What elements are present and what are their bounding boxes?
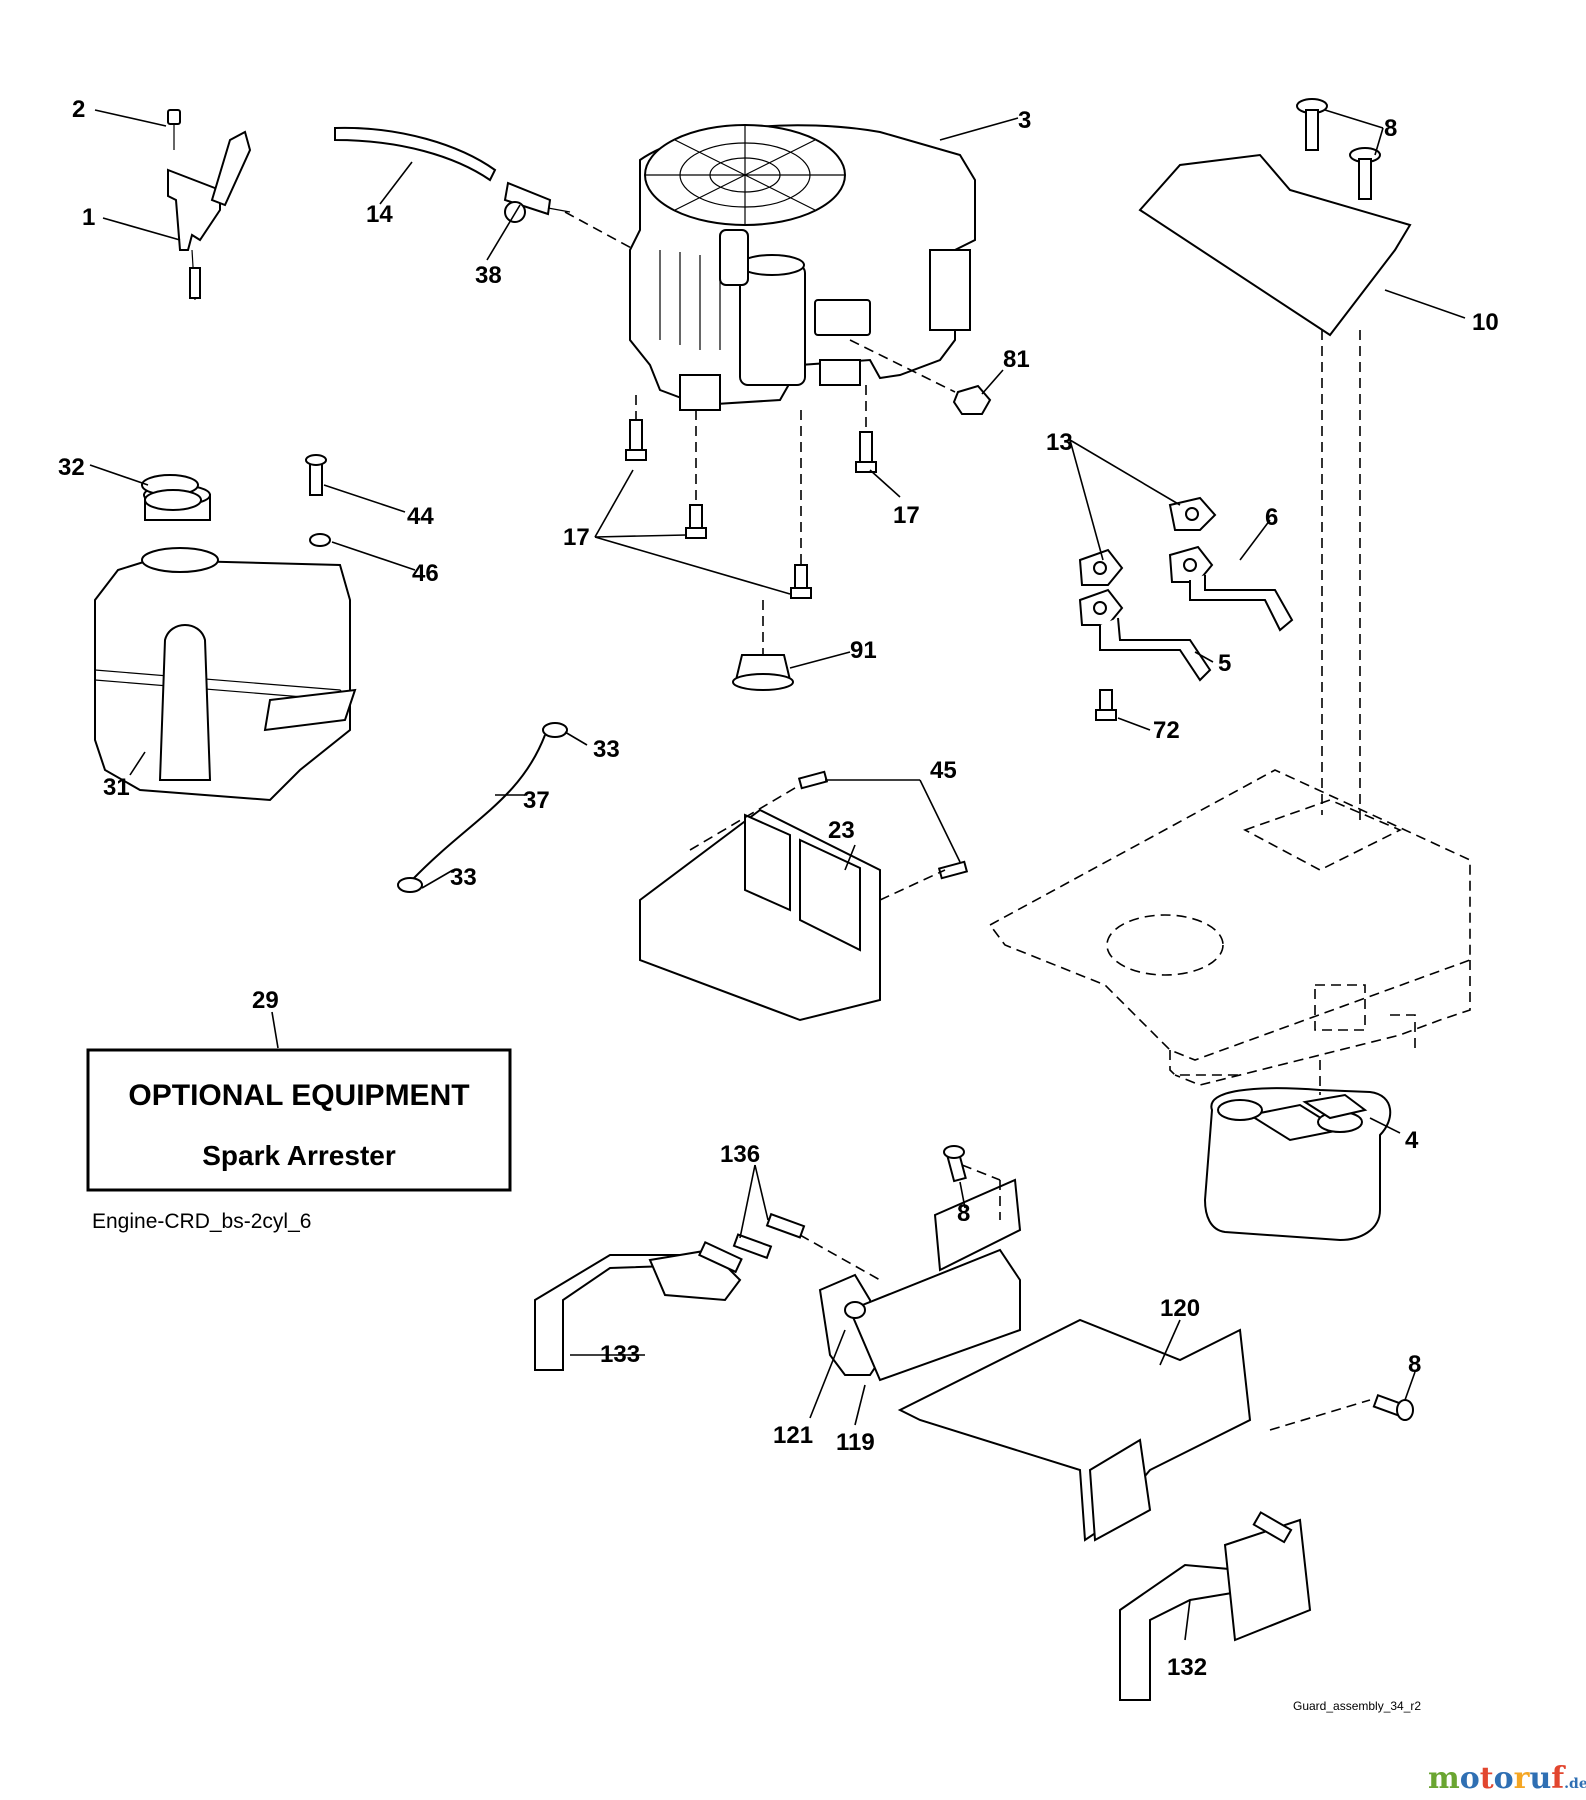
callout-29: 29 — [252, 987, 279, 1014]
nut-81 — [849, 339, 1004, 415]
callout-labels: 1 2 3 4 5 6 8 8 8 10 13 14 17 17 23 29 3… — [58, 96, 1499, 1681]
callout-45: 45 — [930, 757, 957, 784]
guard-assembly-ref: Guard_assembly_34_r2 — [1293, 1699, 1421, 1713]
callout-81: 81 — [1003, 346, 1030, 373]
callout-3: 3 — [1018, 107, 1031, 134]
engine-diagram-ref: Engine-CRD_bs-2cyl_6 — [92, 1210, 311, 1233]
callout-17-left: 17 — [563, 524, 590, 551]
callout-133: 133 — [600, 1341, 640, 1368]
callout-46: 46 — [412, 560, 439, 587]
callout-132: 132 — [1167, 1654, 1207, 1681]
watermark-suffix: .de — [1564, 1776, 1586, 1792]
guard-bracket-assembly — [534, 1145, 1416, 1701]
cover-plate-10 — [1138, 98, 1466, 825]
svg-text:motoruf.de: motoruf.de — [1428, 1761, 1586, 1796]
callout-14: 14 — [366, 201, 393, 228]
watermark-letter: u — [1529, 1761, 1551, 1796]
engine-bolts — [594, 385, 901, 599]
callout-4: 4 — [1405, 1127, 1419, 1154]
heat-shield-23 — [639, 770, 969, 1022]
callout-32: 32 — [58, 454, 85, 481]
callout-119: 119 — [836, 1429, 875, 1456]
callout-136: 136 — [720, 1141, 760, 1168]
grommet-91 — [732, 600, 851, 691]
callout-38: 38 — [475, 262, 502, 289]
muffler-4 — [1203, 1060, 1401, 1242]
callout-91: 91 — [850, 637, 877, 664]
throttle-control — [94, 109, 252, 301]
callout-6: 6 — [1265, 504, 1278, 531]
callout-44: 44 — [407, 503, 434, 530]
fuel-line-assembly — [334, 126, 636, 261]
callout-31: 31 — [103, 774, 130, 801]
watermark-letter: o — [1460, 1761, 1480, 1796]
exhaust-pipes — [1069, 439, 1294, 731]
watermark-letter: o — [1494, 1761, 1514, 1796]
callout-37: 37 — [523, 787, 550, 814]
callout-10: 10 — [1472, 309, 1499, 336]
callout-33-top: 33 — [593, 736, 620, 763]
callout-8-top: 8 — [1384, 115, 1397, 142]
callout-1: 1 — [82, 204, 95, 231]
watermark-brand: motoruf — [1428, 1761, 1566, 1796]
callout-8-right: 8 — [1408, 1351, 1421, 1378]
watermark-letter: r — [1514, 1761, 1531, 1796]
callout-23: 23 — [828, 817, 855, 844]
watermark-letter: m — [1428, 1761, 1460, 1796]
callout-13: 13 — [1046, 429, 1073, 456]
watermark-letter: f — [1551, 1761, 1566, 1796]
callout-8-bracket: 8 — [957, 1200, 970, 1227]
chassis-frame — [988, 769, 1471, 1086]
watermark-letter: t — [1480, 1761, 1494, 1796]
callout-72: 72 — [1153, 717, 1180, 744]
fuel-hose — [397, 722, 588, 893]
callout-120: 120 — [1160, 1295, 1200, 1322]
callout-121: 121 — [773, 1422, 813, 1449]
callout-33-bottom: 33 — [450, 864, 477, 891]
fuel-tank — [89, 454, 416, 802]
optional-equipment-box — [86, 1011, 512, 1192]
callout-5: 5 — [1218, 650, 1231, 677]
callout-17-right: 17 — [893, 502, 920, 529]
optional-equipment-title: OPTIONAL EQUIPMENT — [128, 1079, 469, 1112]
callout-2: 2 — [72, 96, 85, 123]
motoruf-watermark: motoruf.de — [1428, 1761, 1586, 1796]
spark-arrester-label: Spark Arrester — [202, 1140, 396, 1171]
engine — [629, 117, 1019, 411]
